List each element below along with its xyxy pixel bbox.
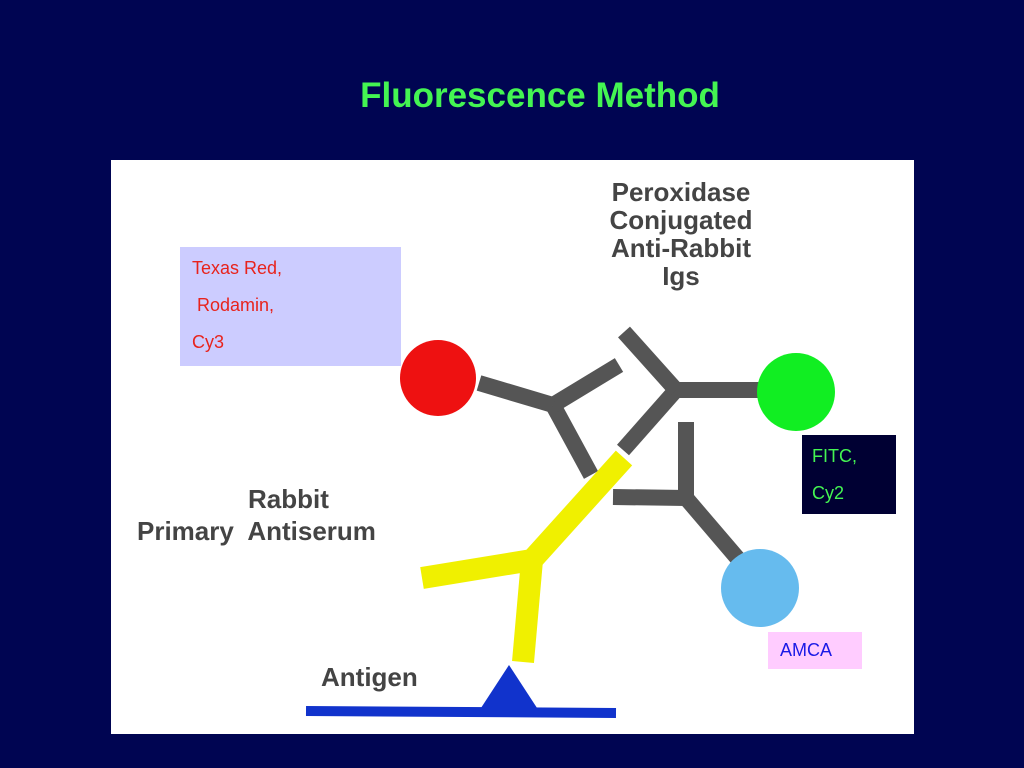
dye-name: Texas Red, (192, 258, 283, 278)
amca-dye-circle (721, 549, 799, 627)
fitc-dye-circle (757, 353, 835, 431)
secondary-antibody-label: Peroxidase Conjugated Anti-Rabbit Igs (554, 178, 808, 290)
antibody-diagram (305, 326, 835, 718)
primary-label-line1: Rabbit (248, 484, 329, 514)
diagram-panel: Peroxidase Conjugated Anti-Rabbit Igs Ra… (111, 160, 914, 734)
secondary-antibody-green (617, 326, 761, 456)
texas-red-dye-box: Texas Red, Rodamin, Cy3 (180, 247, 401, 366)
secondary-label-line2: Conjugated (609, 205, 753, 235)
fitc-dye-box: FITC, Cy2 (802, 435, 896, 514)
dye-name: AMCA (780, 640, 833, 660)
secondary-antibody-red (476, 358, 624, 479)
texas-red-dye-circle (400, 340, 476, 416)
primary-antibody (420, 450, 633, 663)
dye-name: FITC, (812, 446, 857, 466)
membrane-line (305, 706, 617, 718)
secondary-label-line1: Peroxidase (611, 177, 751, 207)
dye-name: Rodamin, (192, 295, 275, 315)
slide-title: Fluorescence Method (360, 76, 720, 115)
secondary-label-line3: Anti-Rabbit (610, 233, 752, 263)
primary-label-line2: Primary Antiserum (137, 516, 376, 546)
antigen-label: Antigen (321, 662, 418, 692)
dye-name: Cy3 (192, 332, 225, 352)
dye-name: Cy2 (812, 483, 845, 503)
secondary-antibody-blue (612, 422, 746, 566)
antigen-shape (479, 665, 539, 711)
amca-dye-box: AMCA (768, 632, 862, 669)
secondary-label-line4: Igs (662, 261, 700, 291)
